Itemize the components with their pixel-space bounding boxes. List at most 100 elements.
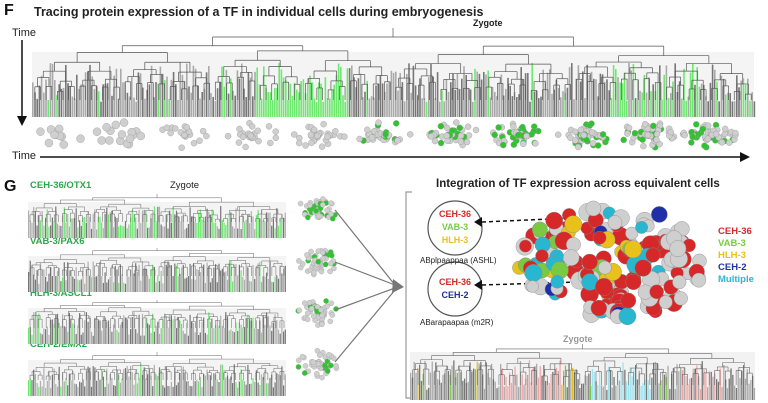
lineage-bar <box>247 72 250 117</box>
lineage-bar <box>254 229 256 238</box>
embryo-cell <box>313 208 319 214</box>
lineage-bar <box>155 82 157 117</box>
lineage-bar <box>274 228 276 238</box>
lineage-bar <box>254 381 256 396</box>
lineage-bar <box>79 220 81 238</box>
lineage-bar <box>109 327 111 344</box>
embryo-cell <box>599 131 607 138</box>
lineage-bar <box>62 215 64 238</box>
lineage-bar <box>527 72 529 117</box>
embryo-cell <box>322 261 329 268</box>
panel-f-lineage-tree <box>32 28 756 117</box>
lineage-bar <box>230 78 232 117</box>
lineage-bar <box>606 79 608 117</box>
lineage-bar <box>362 97 364 117</box>
embryo-cell <box>311 126 318 134</box>
lineage-bar <box>597 96 599 117</box>
lineage-bar <box>51 217 53 238</box>
embryo-cell <box>437 139 445 147</box>
lineage-bar <box>73 383 76 396</box>
lineage-bar <box>78 89 80 117</box>
embryo-cell <box>136 131 145 141</box>
lineage-bar <box>259 261 261 292</box>
embryo-cell <box>297 200 304 207</box>
embryo-cell <box>306 299 313 306</box>
embryo-cell <box>315 248 322 254</box>
lineage-bar <box>123 282 125 292</box>
lineage-bar <box>101 330 103 344</box>
lineage-bar <box>344 101 346 117</box>
lineage-bar <box>573 99 575 117</box>
lineage-bar <box>744 378 747 400</box>
lineage-bar <box>123 368 125 396</box>
lineage-bar <box>683 367 685 400</box>
embryo-cell <box>500 141 507 149</box>
lineage-bar <box>208 374 210 396</box>
lineage-bar <box>469 362 471 400</box>
lineage-bar <box>279 219 281 238</box>
lineage-bar <box>119 382 121 396</box>
lineage-bar <box>245 97 247 117</box>
lineage-bar <box>500 363 502 400</box>
lineage-bar <box>211 318 213 344</box>
lineage-bar <box>249 319 251 344</box>
lineage-bar <box>181 216 183 238</box>
lineage-bar <box>107 279 110 292</box>
embryo-cell <box>183 124 190 131</box>
lineage-bar <box>331 89 333 117</box>
lineage-bar <box>537 377 540 400</box>
lineage-bar <box>213 373 215 396</box>
lineage-bar <box>39 333 42 344</box>
embryo-cell <box>111 120 120 130</box>
lineage-bar <box>65 377 67 396</box>
lineage-bar <box>60 386 62 396</box>
lineage-bar <box>309 75 311 117</box>
lineage-bar <box>130 270 132 292</box>
lineage-bar <box>482 374 484 400</box>
lineage-bar <box>751 92 753 117</box>
lineage-bar <box>414 85 417 117</box>
lineage-bar <box>192 323 195 344</box>
lineage-bar <box>56 271 59 292</box>
lineage-bar <box>203 317 205 344</box>
lineage-bar <box>99 320 101 344</box>
lineage-bar <box>84 320 86 344</box>
lineage-bar <box>392 72 395 117</box>
lineage-bar <box>131 371 133 396</box>
lineage-bar <box>194 68 197 117</box>
lineage-bar <box>92 213 94 238</box>
panel-g-embryo-thumbnails <box>295 196 340 381</box>
lineage-bar <box>197 85 199 117</box>
lineage-bar <box>124 283 127 292</box>
lineage-bar <box>148 227 150 238</box>
lineage-bar <box>464 378 466 400</box>
lineage-bar <box>99 262 101 292</box>
lineage-bar <box>650 91 652 117</box>
lineage-bar <box>533 91 536 117</box>
lineage-bar <box>215 264 217 292</box>
embryo-cell <box>562 249 580 266</box>
lineage-bar <box>590 71 593 117</box>
lineage-bar <box>182 213 184 238</box>
lineage-bar <box>342 95 344 117</box>
embryo-cell <box>673 291 688 306</box>
lineage-bar <box>82 379 84 396</box>
lineage-bar <box>177 276 179 292</box>
embryo-cell <box>310 359 317 365</box>
lineage-bar <box>221 325 223 344</box>
lineage-bar <box>147 275 149 292</box>
lineage-bar <box>102 228 104 238</box>
lineage-bar <box>48 273 50 292</box>
lineage-bar <box>31 380 33 396</box>
lineage-bar <box>687 384 689 400</box>
lineage-bar <box>610 98 613 117</box>
lineage-bar <box>690 377 693 400</box>
lineage-bar <box>291 95 294 117</box>
embryo-cell <box>669 240 687 258</box>
embryo-cell <box>295 364 302 370</box>
lineage-bar <box>278 62 280 117</box>
embryo-cell <box>318 268 325 275</box>
lineage-bar <box>165 315 167 344</box>
lineage-bar <box>340 67 342 117</box>
lineage-bar <box>649 389 651 400</box>
